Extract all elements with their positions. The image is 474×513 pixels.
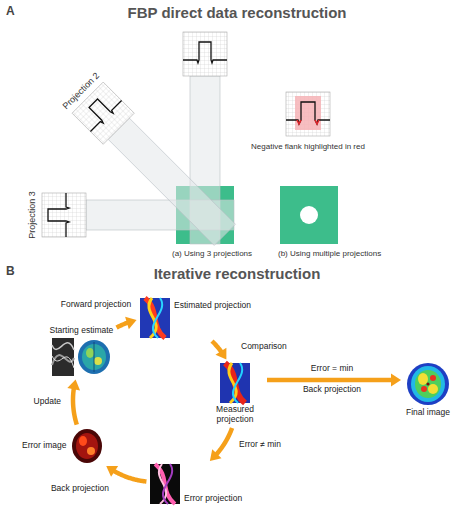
reconstruction-square <box>280 186 338 244</box>
node-caption: Estimated projection <box>174 301 251 311</box>
projection-label: Projection 3 <box>27 191 37 239</box>
panel-title: FBP direct data reconstruction <box>128 4 347 21</box>
cycle-arrow <box>212 341 226 360</box>
caption-block: Final image <box>406 408 450 418</box>
arrow-label: Update <box>33 397 62 407</box>
image-node: Starting estimate <box>50 326 114 376</box>
caption-block: Starting estimate <box>50 326 114 336</box>
image-node: Error projection <box>150 464 243 504</box>
arrow-line <box>267 378 392 383</box>
caption: (a) Using 3 projections <box>172 249 252 258</box>
node-caption: Starting estimate <box>50 326 114 336</box>
arrow-line <box>216 428 232 454</box>
arrow-head <box>210 449 222 461</box>
arrow-line <box>73 388 77 424</box>
cycle-arrow <box>106 466 146 482</box>
projection-graph <box>42 193 86 237</box>
caption: (b) Using multiple projections <box>278 249 381 258</box>
arrow-head <box>391 374 401 387</box>
arrow-head <box>67 379 80 390</box>
panel-title: Iterative reconstruction <box>154 265 321 282</box>
projection-graph <box>183 32 227 76</box>
projection-image <box>220 363 250 403</box>
arrow-head <box>215 348 226 360</box>
cycle-arrow <box>210 428 232 461</box>
note: Negative flank highlighted in red <box>251 142 365 151</box>
error-brain-image <box>72 429 102 463</box>
brain-image <box>78 340 110 374</box>
node-caption: Final image <box>406 408 450 418</box>
image-node: Error image <box>22 428 103 464</box>
arrow-label: Back projection <box>50 484 110 494</box>
arrow-label: Comparison <box>240 342 288 352</box>
arrow-label: Error = min <box>310 364 354 374</box>
caption-block: Error image <box>22 441 66 451</box>
final-brain-image <box>407 363 449 405</box>
sinogram-image <box>52 338 74 376</box>
image-node: Estimated projection <box>140 298 252 338</box>
cycle-arrow <box>67 379 80 424</box>
node-caption: Measured projection <box>207 405 263 425</box>
arrow-label: Forward projection <box>60 300 132 310</box>
node-caption: Error image <box>22 441 66 451</box>
caption-block: Estimated projection <box>174 301 251 311</box>
filtered-profile-graph <box>286 92 330 136</box>
panel-letter: A <box>6 5 15 19</box>
arrow-line <box>212 341 222 352</box>
arrow-head <box>106 466 118 477</box>
panel-letter: B <box>6 265 15 279</box>
caption-block: Error projection <box>184 494 242 504</box>
arrow-line <box>117 323 128 328</box>
cycle-arrow <box>117 317 137 329</box>
arrow-label: Back projection <box>303 385 361 395</box>
projection-image <box>140 298 170 338</box>
arrow-head <box>125 317 136 329</box>
arrow-line <box>114 471 147 482</box>
error-projection-image <box>150 464 180 504</box>
image-node: Measured projection <box>207 363 263 425</box>
node-caption: Error projection <box>184 494 242 504</box>
arrow-label: Error ≠ min <box>238 440 282 450</box>
caption-block: Measured projection <box>207 405 263 425</box>
image-node: Final image <box>405 362 451 418</box>
